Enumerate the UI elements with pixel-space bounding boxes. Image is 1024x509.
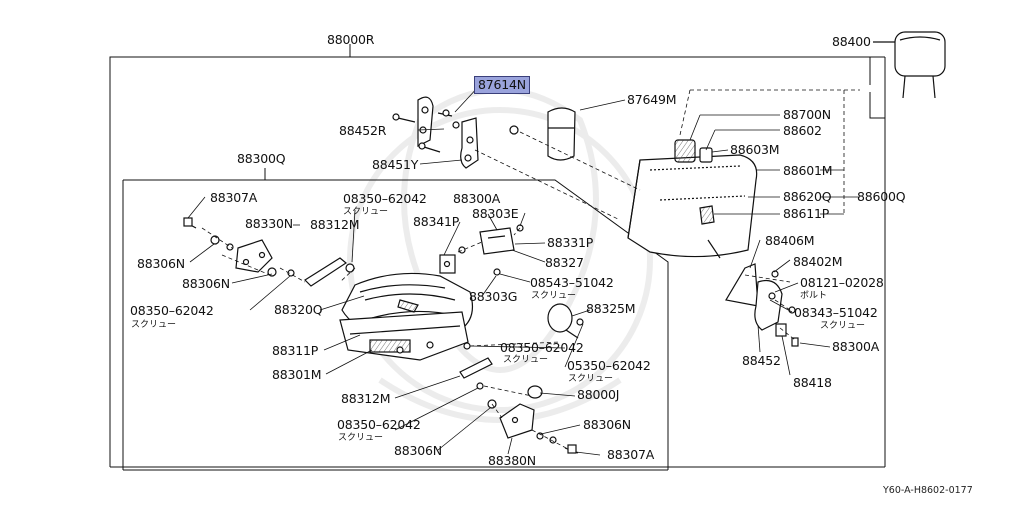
note-screw-f: スクリュー xyxy=(568,374,614,384)
label-88600Q: 88600Q xyxy=(857,189,906,204)
note-screw-d: スクリュー xyxy=(820,321,866,331)
label-08121-02028: 08121–02028 xyxy=(800,275,884,290)
label-88301M: 88301M xyxy=(272,367,322,382)
bracket-88452R xyxy=(392,96,434,147)
label-88451Y: 88451Y xyxy=(372,157,419,172)
label-88307A-top: 88307A xyxy=(210,190,258,205)
label-88307A-bottom: 88307A xyxy=(607,447,655,462)
link-88312M-bottom xyxy=(459,342,493,390)
note-screw-g: スクリュー xyxy=(338,433,384,443)
label-88000J: 88000J xyxy=(577,387,620,402)
label-88311P: 88311P xyxy=(272,343,319,358)
label-08543-51042: 08543–51042 xyxy=(530,275,614,290)
label-88306N-d: 88306N xyxy=(394,443,442,458)
knob-88325M xyxy=(547,303,584,339)
label-08350-62042-a: 08350–62042 xyxy=(343,191,427,206)
dashed-guides xyxy=(201,89,860,450)
label-87649M: 87649M xyxy=(627,92,677,107)
link-88312M-top xyxy=(304,257,355,287)
label-88300A-mid: 88300A xyxy=(453,191,501,206)
label-88320Q: 88320Q xyxy=(274,302,323,317)
label-88327: 88327 xyxy=(545,255,584,270)
label-88325M: 88325M xyxy=(586,301,636,316)
note-screw-e: スクリュー xyxy=(503,355,549,365)
label-05350-62042: 05350–62042 xyxy=(567,358,651,373)
note-screw-c: スクリュー xyxy=(131,320,177,330)
seat-back-assembly xyxy=(627,139,758,259)
label-88306N-b: 88306N xyxy=(182,276,230,291)
label-88306N-c: 88306N xyxy=(583,417,631,432)
label-88000R: 88000R xyxy=(327,32,375,47)
label-08350-62042-b: 08350–62042 xyxy=(130,303,214,318)
label-88306N-a: 88306N xyxy=(137,256,185,271)
seat-frame-88301M xyxy=(339,311,469,361)
label-88452R: 88452R xyxy=(339,123,387,138)
label-88700N: 88700N xyxy=(783,107,831,122)
label-88330N: 88330N xyxy=(245,216,293,231)
headrest-88400 xyxy=(873,31,946,99)
label-88400: 88400 xyxy=(832,34,871,49)
label-87614N-highlighted[interactable]: 87614N xyxy=(474,76,530,94)
label-88406M: 88406M xyxy=(765,233,815,248)
label-88603M: 88603M xyxy=(730,142,780,157)
leader-lines xyxy=(187,84,860,456)
latch-88341P xyxy=(439,224,524,276)
label-88402M: 88402M xyxy=(793,254,843,269)
bracket-88451Y xyxy=(418,109,479,169)
headrest-guide-87649M xyxy=(509,107,576,161)
note-screw-a: スクリュー xyxy=(343,207,389,217)
hinge-88330N xyxy=(183,217,295,277)
recliner-88452 xyxy=(725,263,799,347)
label-88300Q: 88300Q xyxy=(237,151,286,166)
note-bolt: ボルト xyxy=(800,291,828,301)
note-screw-b: スクリュー xyxy=(531,291,577,301)
label-88312M-bottom: 88312M xyxy=(341,391,391,406)
label-88303E: 88303E xyxy=(472,206,519,221)
label-88300A-right: 88300A xyxy=(832,339,880,354)
label-88341P: 88341P xyxy=(413,214,460,229)
diagram-code: Y60-A-H8602-0177 xyxy=(883,485,973,496)
label-88418: 88418 xyxy=(793,375,832,390)
inner-frame xyxy=(122,168,669,471)
label-88331P: 88331P xyxy=(547,235,594,250)
label-88303G: 88303G xyxy=(469,289,518,304)
label-88601M: 88601M xyxy=(783,163,833,178)
label-88380N: 88380N xyxy=(488,453,536,468)
bracket-88380N xyxy=(487,385,579,454)
label-88452: 88452 xyxy=(742,353,781,368)
label-08343-51042: 08343–51042 xyxy=(794,305,878,320)
label-88312M-top: 88312M xyxy=(310,217,360,232)
label-08350-62042-c: 08350–62042 xyxy=(500,340,584,355)
label-88602: 88602 xyxy=(783,123,822,138)
label-88611P: 88611P xyxy=(783,206,830,221)
label-88620Q: 88620Q xyxy=(783,189,832,204)
outer-frame xyxy=(109,44,886,468)
label-08350-62042-d: 08350–62042 xyxy=(337,417,421,432)
